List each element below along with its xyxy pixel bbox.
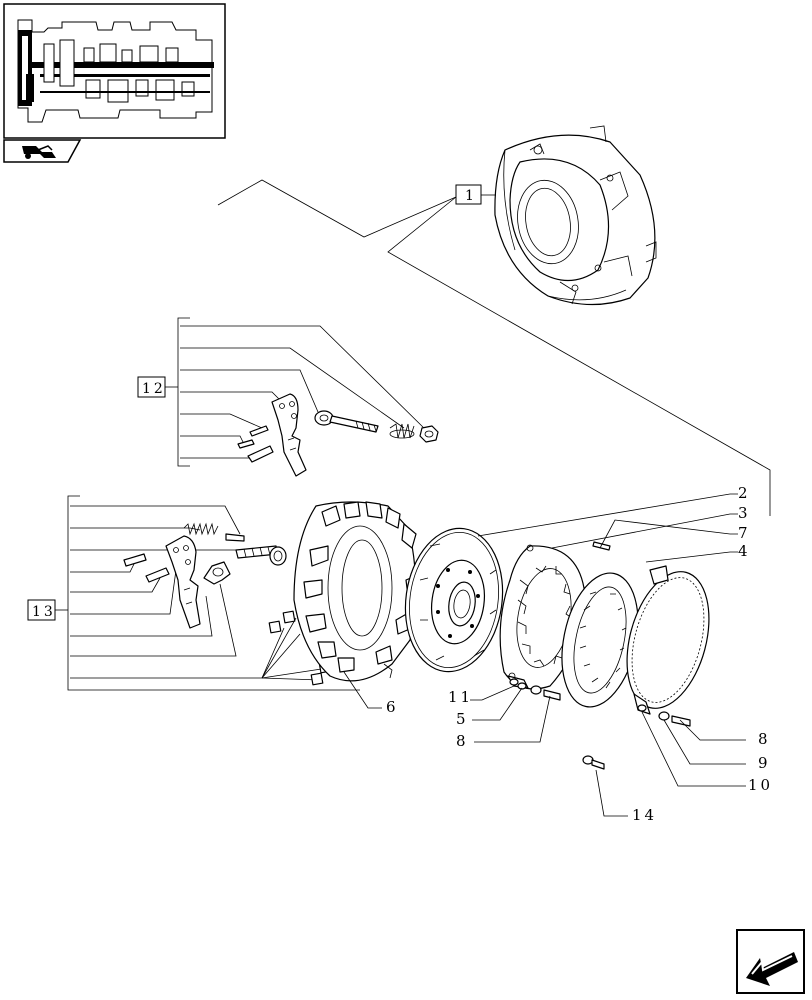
callout-12[interactable]: 12 <box>137 376 166 398</box>
nav-back-button[interactable] <box>736 929 805 994</box>
callout-5: 5 <box>456 710 469 728</box>
callout-10: 10 <box>748 776 773 794</box>
callout-2: 2 <box>738 484 751 502</box>
callout-14: 14 <box>632 806 657 824</box>
callout-7: 7 <box>738 524 751 542</box>
thumbnail-frame[interactable] <box>3 3 226 139</box>
callout-8-right: 8 <box>758 730 771 748</box>
clutch-housing-assembly <box>494 125 657 306</box>
back-arrow-icon <box>746 952 798 986</box>
section-arrow-badge[interactable] <box>3 139 82 163</box>
tractor-section-icon <box>22 145 56 159</box>
callout-3: 3 <box>738 504 751 522</box>
back-cover-ring <box>626 565 710 715</box>
pressure-plate-cover <box>293 501 421 682</box>
hardware-11-5-8 <box>509 678 561 701</box>
callout-1[interactable]: 1 <box>455 184 482 205</box>
callout-12-label: 12 <box>142 381 166 397</box>
hardware-9-8-10 <box>637 704 691 727</box>
callout-1-label: 1 <box>465 188 477 204</box>
callout-9: 9 <box>758 754 771 772</box>
callout-8-left: 8 <box>456 732 469 750</box>
callout-11: 11 <box>448 688 473 706</box>
bolt-14 <box>582 755 605 770</box>
transmission-thumbnail-icon <box>17 19 214 123</box>
group-12-parts <box>237 393 439 477</box>
callout-13-label: 13 <box>32 604 56 620</box>
callout-4: 4 <box>738 542 751 560</box>
friction-disc <box>404 527 504 673</box>
callout-6: 6 <box>386 698 399 716</box>
callout-13[interactable]: 13 <box>27 599 56 621</box>
